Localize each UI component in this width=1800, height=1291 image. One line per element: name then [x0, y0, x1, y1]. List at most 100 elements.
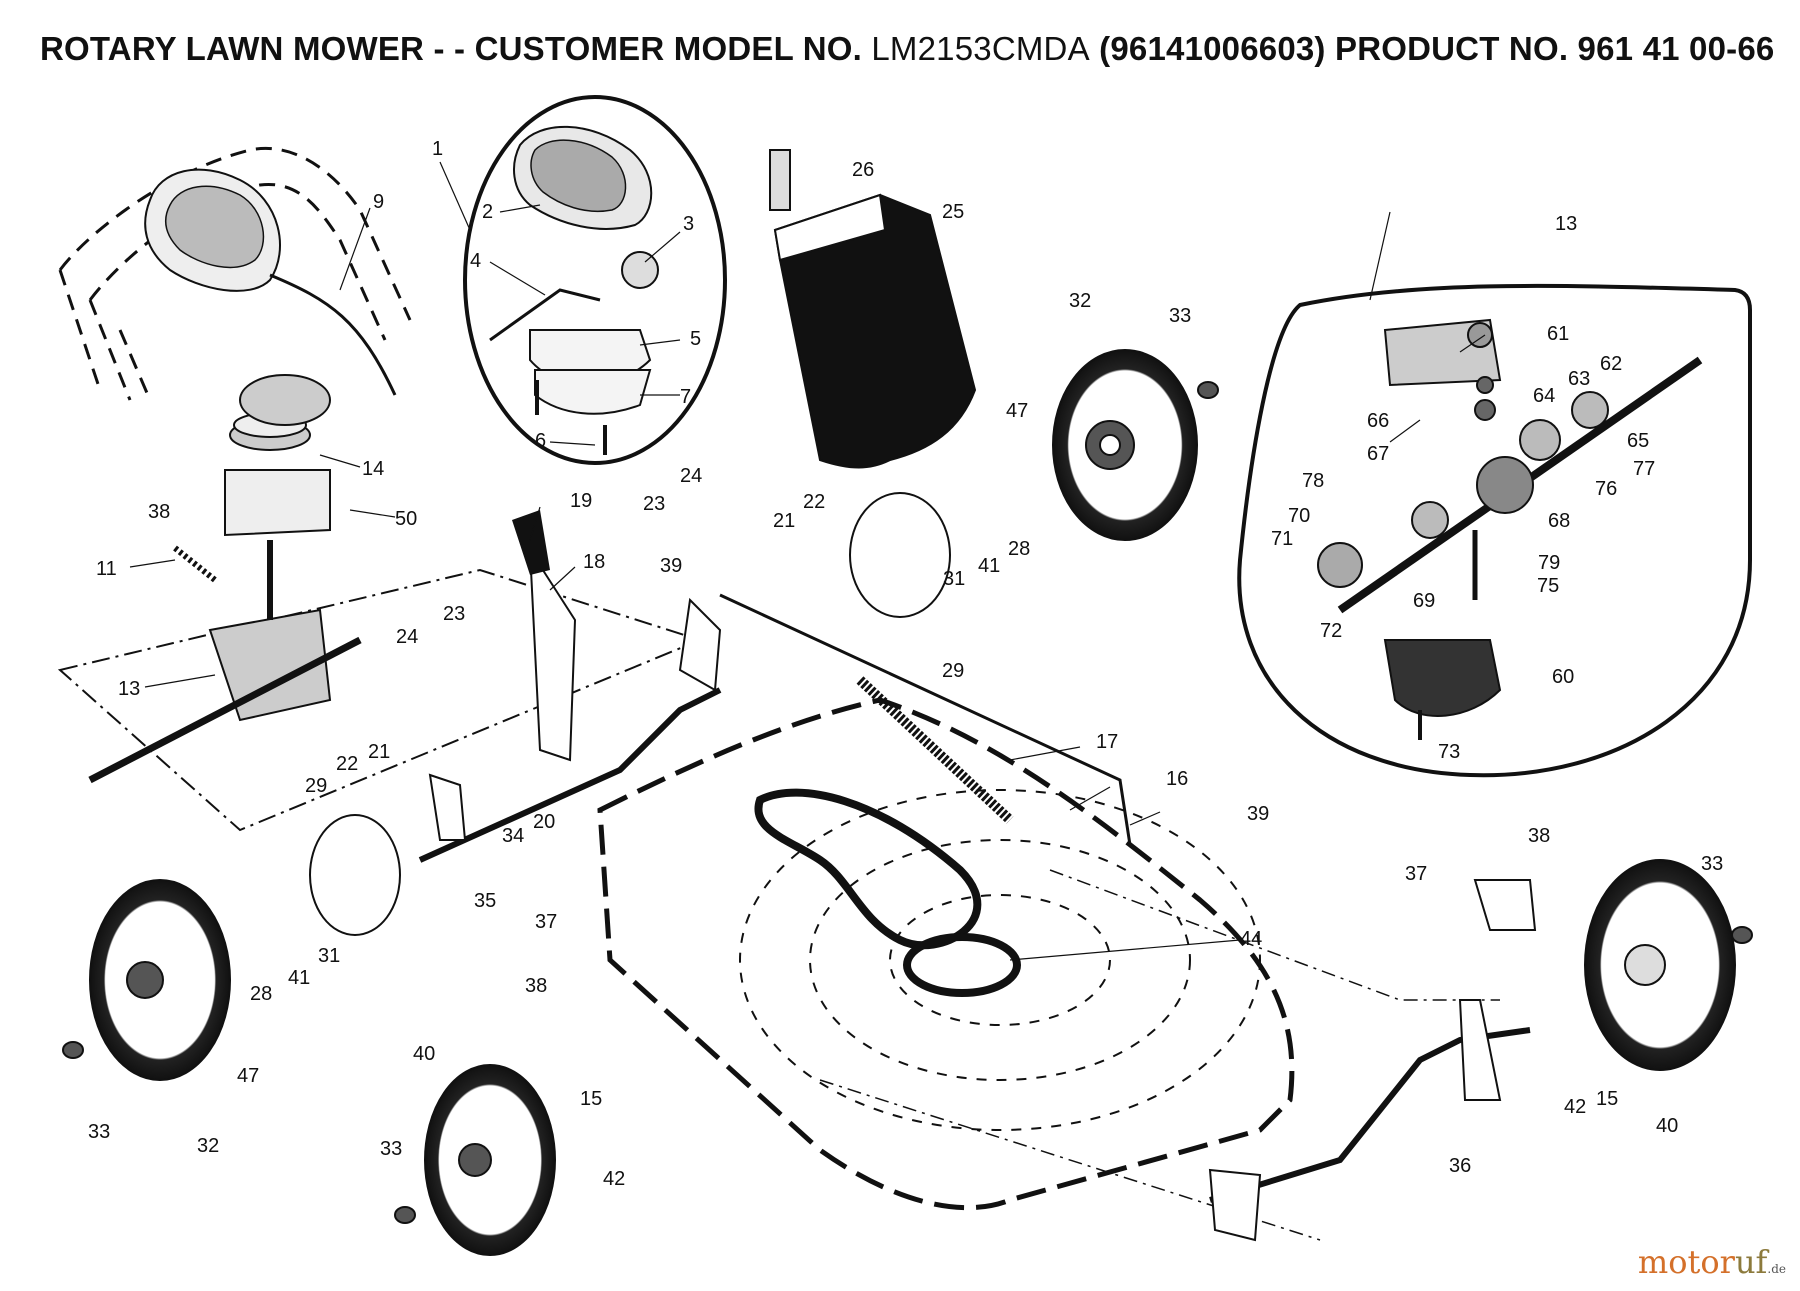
callout-5: 5 — [690, 328, 701, 350]
callout-61: 61 — [1547, 323, 1569, 345]
callout-35: 35 — [474, 890, 496, 912]
drive-assembly-left — [57, 412, 1132, 863]
callout-70: 70 — [1288, 505, 1310, 527]
callout-50: 50 — [395, 508, 417, 530]
callout-21-a: 21 — [773, 510, 795, 532]
callout-73: 73 — [1438, 741, 1460, 763]
callout-42-b: 42 — [1564, 1096, 1586, 1118]
callout-47-b: 47 — [237, 1065, 259, 1087]
callout-71: 71 — [1271, 528, 1293, 550]
callout-15-a: 15 — [580, 1088, 602, 1110]
callout-23-a: 23 — [643, 493, 665, 515]
mower-deck — [597, 697, 1500, 1241]
callout-22-b: 22 — [336, 753, 358, 775]
callout-13-left: 13 — [118, 678, 140, 700]
callout-9: 9 — [373, 191, 384, 213]
callout-28-a: 28 — [1008, 538, 1030, 560]
callout-14: 14 — [362, 458, 384, 480]
callout-33-a: 33 — [1169, 305, 1191, 327]
callout-13-right: 13 — [1555, 213, 1577, 235]
watermark-part-1: motor — [1637, 1243, 1735, 1281]
callout-7: 7 — [680, 386, 691, 408]
callout-40-b: 40 — [1656, 1115, 1678, 1137]
callout-42-a: 42 — [603, 1168, 625, 1190]
callout-15-b: 15 — [1596, 1088, 1618, 1110]
callout-24-a: 24 — [680, 465, 702, 487]
title-part-1: ROTARY LAWN MOWER - - CUSTOMER MODEL NO. — [40, 30, 862, 67]
handle-assembly — [58, 147, 412, 401]
callout-78: 78 — [1302, 470, 1324, 492]
callout-33-c: 33 — [88, 1121, 110, 1143]
leader-lines — [129, 161, 1486, 961]
handle-grip — [144, 168, 397, 396]
small-parts — [62, 374, 1753, 1224]
callout-3: 3 — [683, 213, 694, 235]
control-inset — [463, 95, 727, 465]
rear-axle-right — [1208, 879, 1537, 1242]
callout-75: 75 — [1537, 575, 1559, 597]
callout-33-d: 33 — [380, 1138, 402, 1160]
callout-20: 20 — [533, 811, 555, 833]
callout-38-a: 38 — [148, 501, 170, 523]
callout-4: 4 — [470, 250, 481, 272]
callout-66: 66 — [1367, 410, 1389, 432]
callout-22-a: 22 — [803, 491, 825, 513]
callout-64: 64 — [1533, 385, 1555, 407]
callout-41-b: 41 — [288, 967, 310, 989]
model-number: LM2153CMDA — [871, 30, 1090, 67]
callout-38-c: 38 — [525, 975, 547, 997]
callout-47-a: 47 — [1006, 400, 1028, 422]
callout-63: 63 — [1568, 368, 1590, 390]
callout-29-b: 29 — [305, 775, 327, 797]
callout-21-b: 21 — [368, 741, 390, 763]
wheel-front-right — [1584, 859, 1736, 1071]
callout-labels: 1 2 3 4 5 6 7 9 11 13 13 14 15 15 16 17 … — [88, 138, 1723, 1190]
callout-11: 11 — [96, 558, 117, 580]
callout-32-a: 32 — [1069, 290, 1091, 312]
callout-41-a: 41 — [978, 555, 1000, 577]
callout-24-b: 24 — [396, 626, 418, 648]
callout-1: 1 — [432, 138, 443, 160]
callout-6: 6 — [535, 430, 546, 452]
callout-60: 60 — [1552, 666, 1574, 688]
wheel-rear-left-upper — [1052, 349, 1198, 541]
wheel-rear-left — [89, 879, 231, 1081]
callout-38-b: 38 — [1528, 825, 1550, 847]
diagram-title: ROTARY LAWN MOWER - - CUSTOMER MODEL NO.… — [40, 30, 1780, 68]
callout-2: 2 — [482, 201, 493, 223]
callout-76: 76 — [1595, 478, 1617, 500]
callout-40-a: 40 — [413, 1043, 435, 1065]
callout-31-b: 31 — [318, 945, 340, 967]
callout-36: 36 — [1449, 1155, 1471, 1177]
callout-79: 79 — [1538, 552, 1560, 574]
callout-67: 67 — [1367, 443, 1389, 465]
watermark-logo: motoruf.de — [1638, 1243, 1786, 1281]
callout-28-b: 28 — [250, 983, 272, 1005]
callout-32-b: 32 — [197, 1135, 219, 1157]
callout-65: 65 — [1627, 430, 1649, 452]
callout-44: 44 — [1240, 928, 1262, 950]
callout-29-a: 29 — [942, 660, 964, 682]
callout-18: 18 — [583, 551, 605, 573]
callout-17: 17 — [1096, 731, 1118, 753]
callout-26: 26 — [852, 159, 874, 181]
wheel-front-left — [424, 1064, 556, 1256]
transmission-inset — [1237, 283, 1752, 778]
callout-37-b: 37 — [535, 911, 557, 933]
title-part-2: (96141006603) PRODUCT NO. 961 41 00-66 — [1099, 30, 1775, 67]
callout-72: 72 — [1320, 620, 1342, 642]
callout-33-b: 33 — [1701, 853, 1723, 875]
grass-chute — [769, 149, 977, 469]
callout-37-a: 37 — [1405, 863, 1427, 885]
callout-23-b: 23 — [443, 603, 465, 625]
callout-19: 19 — [570, 490, 592, 512]
callout-68: 68 — [1548, 510, 1570, 532]
callout-39-b: 39 — [1247, 803, 1269, 825]
callout-69: 69 — [1413, 590, 1435, 612]
callout-31-a: 31 — [943, 568, 965, 590]
callout-34: 34 — [502, 825, 524, 847]
callout-16: 16 — [1166, 768, 1188, 790]
watermark-suffix: .de — [1767, 1262, 1786, 1276]
watermark-part-2: uf — [1734, 1243, 1768, 1281]
